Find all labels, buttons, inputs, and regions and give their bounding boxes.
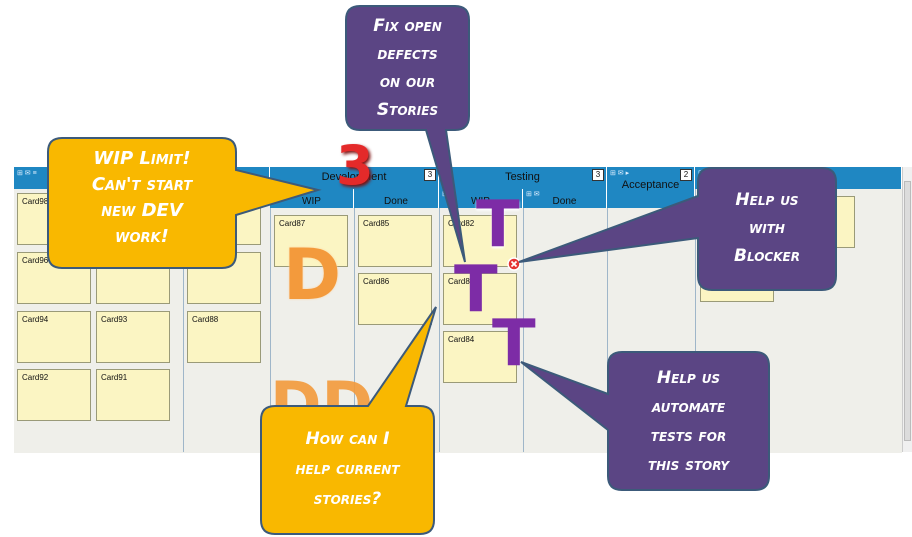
card-label: Card91 — [101, 373, 128, 382]
card[interactable]: Card87 — [274, 215, 348, 267]
sub-lane-title: WIP — [471, 196, 490, 207]
card-label: Card82 — [448, 219, 475, 228]
lane-title: Testing — [505, 171, 540, 183]
test-letter-t: T — [454, 253, 498, 327]
callout-line: with — [749, 218, 785, 238]
card-label: Card93 — [101, 315, 128, 324]
column-divider — [523, 189, 524, 452]
callout-line: Help us — [656, 368, 721, 388]
callout-line: new DEV — [101, 200, 183, 221]
board-scrollbar[interactable] — [902, 167, 912, 452]
callout-line: this story — [647, 455, 730, 475]
card[interactable]: Card92 — [17, 369, 91, 421]
card-label: Card94 — [22, 315, 49, 324]
callout-line: Stories — [376, 100, 439, 120]
callout-line: Blocker — [734, 246, 800, 266]
card-label: Card92 — [22, 373, 49, 382]
wip-limit-badge: 3 — [592, 169, 604, 181]
sub-lane-title: Done — [384, 196, 408, 207]
callout-line: Fix open — [373, 16, 442, 36]
blocker-icon[interactable] — [507, 257, 521, 271]
wip-limit-number: 3 — [336, 134, 374, 197]
help-current-callout-text: How can I help current stories? — [261, 424, 434, 514]
column-divider — [439, 189, 440, 452]
card[interactable]: Card84 — [443, 331, 517, 383]
callout-line: work! — [115, 226, 169, 247]
card-label: Card98 — [22, 197, 49, 206]
card[interactable]: Card83 — [443, 273, 517, 325]
column-divider — [270, 189, 271, 452]
callout-line: How can I — [305, 429, 390, 449]
callout-line: Help us — [735, 190, 799, 210]
sub-lane-tools-icon[interactable]: ⊞ ✉ — [526, 191, 540, 198]
card[interactable]: Card93 — [96, 311, 170, 363]
column-divider — [183, 189, 184, 452]
sub-lane-title: WIP — [302, 196, 321, 207]
column-divider — [354, 189, 355, 452]
card-label: Card86 — [363, 277, 390, 286]
card-label: Card88 — [192, 315, 219, 324]
card-label: Card87 — [279, 219, 306, 228]
test-letter-t: T — [476, 188, 520, 262]
scrollbar-thumb[interactable] — [904, 181, 911, 441]
dev-letter-d: D — [283, 234, 342, 316]
fix-defects-callout-text: Fix open defects on our Stories — [346, 12, 469, 124]
sub-lane-title: Done — [552, 196, 577, 207]
card[interactable]: Card94 — [17, 311, 91, 363]
blocker-callout — [518, 167, 837, 291]
fix-defects-callout — [345, 5, 470, 263]
callout-line: tests for — [650, 426, 727, 446]
card[interactable]: Card91 — [96, 369, 170, 421]
wip-limit-callout-text: WIP Limit! Can't start new DEV work! — [48, 146, 236, 250]
callout-line: WIP Limit! — [93, 148, 191, 169]
lane-title: Development — [321, 171, 387, 183]
lane-tools-icon[interactable]: ⊞ ✉ ≡ — [17, 170, 37, 177]
lane-development-header[interactable]: Development 3 — [270, 167, 439, 189]
callout-line: defects — [377, 44, 438, 64]
callout-line: automate — [651, 397, 726, 417]
card-label: Card84 — [448, 335, 475, 344]
sub-lane-dev-done[interactable]: Done — [354, 189, 439, 208]
column-divider — [695, 189, 696, 452]
callout-line: Can't start — [91, 174, 193, 195]
callout-line: help current — [295, 459, 400, 479]
wip-limit-callout — [47, 137, 322, 269]
card-label: Card85 — [363, 219, 390, 228]
card[interactable]: Card85 — [358, 215, 432, 267]
card[interactable]: Card86 — [358, 273, 432, 325]
callout-line: stories? — [313, 489, 382, 509]
lane-testing-header[interactable]: Testing 3 — [439, 167, 607, 189]
wip-limit-badge: 3 — [424, 169, 436, 181]
card-label: Card96 — [22, 256, 49, 265]
sub-lane-test-done[interactable]: ⊞ ✉ Done — [523, 189, 607, 208]
lane-title: Acceptance — [621, 179, 680, 191]
callout-line: on our — [379, 72, 436, 92]
wip-limit-badge: 2 — [680, 169, 692, 181]
automate-tests-callout-text: Help us automate tests for this story — [608, 364, 769, 480]
blocker-callout-text: Help us with Blocker — [698, 186, 836, 270]
lane-tools-icon[interactable]: ⊞ ✉ ▸ — [610, 170, 630, 177]
lane-acceptance-header[interactable]: ⊞ ✉ ▸ Acceptance 2 — [607, 167, 695, 208]
help-current-callout — [260, 306, 437, 535]
card-label: Card83 — [448, 277, 475, 286]
card[interactable]: Card88 — [187, 311, 261, 363]
column-divider — [607, 189, 608, 452]
automate-tests-callout — [520, 351, 770, 491]
